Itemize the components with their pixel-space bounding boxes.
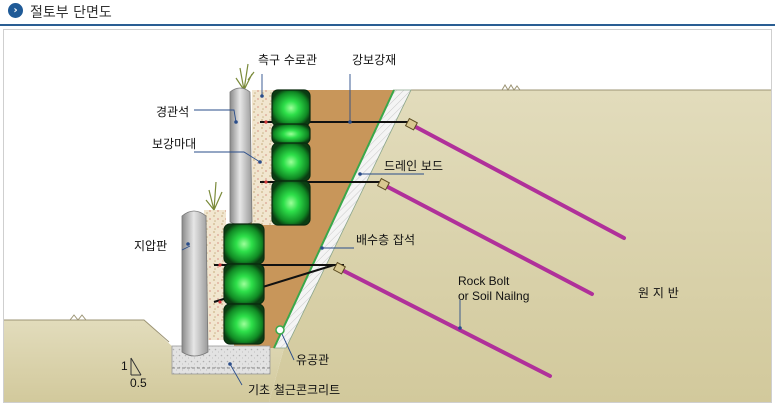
front-ground [4,320,284,402]
drain-board-line [273,89,395,349]
landscape-stone-lower [181,210,209,357]
section-header: › 절토부 단면도 [0,0,775,26]
reinforcement-blocks-lower [223,223,265,345]
grass-lower-icon [205,181,223,211]
reinforcement-blocks-upper [271,89,311,226]
label-gutter-pipe: 측구 수로관 [258,53,317,67]
header-divider [0,24,775,26]
perforated-pipe [275,325,285,335]
label-foundation-concrete: 기초 철근콘크리트 [248,383,340,397]
grass-ground-right-icon [501,84,521,91]
slope-ratio-indicator [130,357,142,376]
landscape-stone-upper [229,87,253,226]
original-ground [269,90,771,402]
page-title: 절토부 단면도 [30,5,112,21]
gravel-fill-lower [204,210,226,340]
slope-ratio-horizontal: 0.5 [130,376,147,390]
grass-ground-left-icon [69,314,87,321]
label-original-ground: 원 지 반 [638,286,679,300]
label-rock-bolt-line1: Rock Bolt [458,274,510,288]
label-drainage-gravel: 배수층 잡석 [356,233,415,247]
label-reinforcement-mat: 보강마대 [152,137,196,151]
label-landscape-stone: 경관석 [156,105,189,119]
cut-section-diagram: 1 0.5 측구 수로관 강보강재 경관석 보강마대 드레인 보드 지압판 배수… [3,29,772,403]
label-steel-member: 강보강재 [352,53,396,67]
slope-ratio-vertical: 1 [121,359,128,373]
grass-upper-icon [235,63,255,91]
label-perforated-pipe: 유공관 [296,353,329,367]
label-drain-board: 드레인 보드 [384,159,443,173]
bolt-heads [332,117,418,275]
rock-bolts [340,124,626,378]
chevron-right-icon: › [8,3,23,18]
label-rock-bolt-line2: or Soil Nailng [458,289,529,303]
label-retaining-plate: 지압판 [134,239,167,253]
